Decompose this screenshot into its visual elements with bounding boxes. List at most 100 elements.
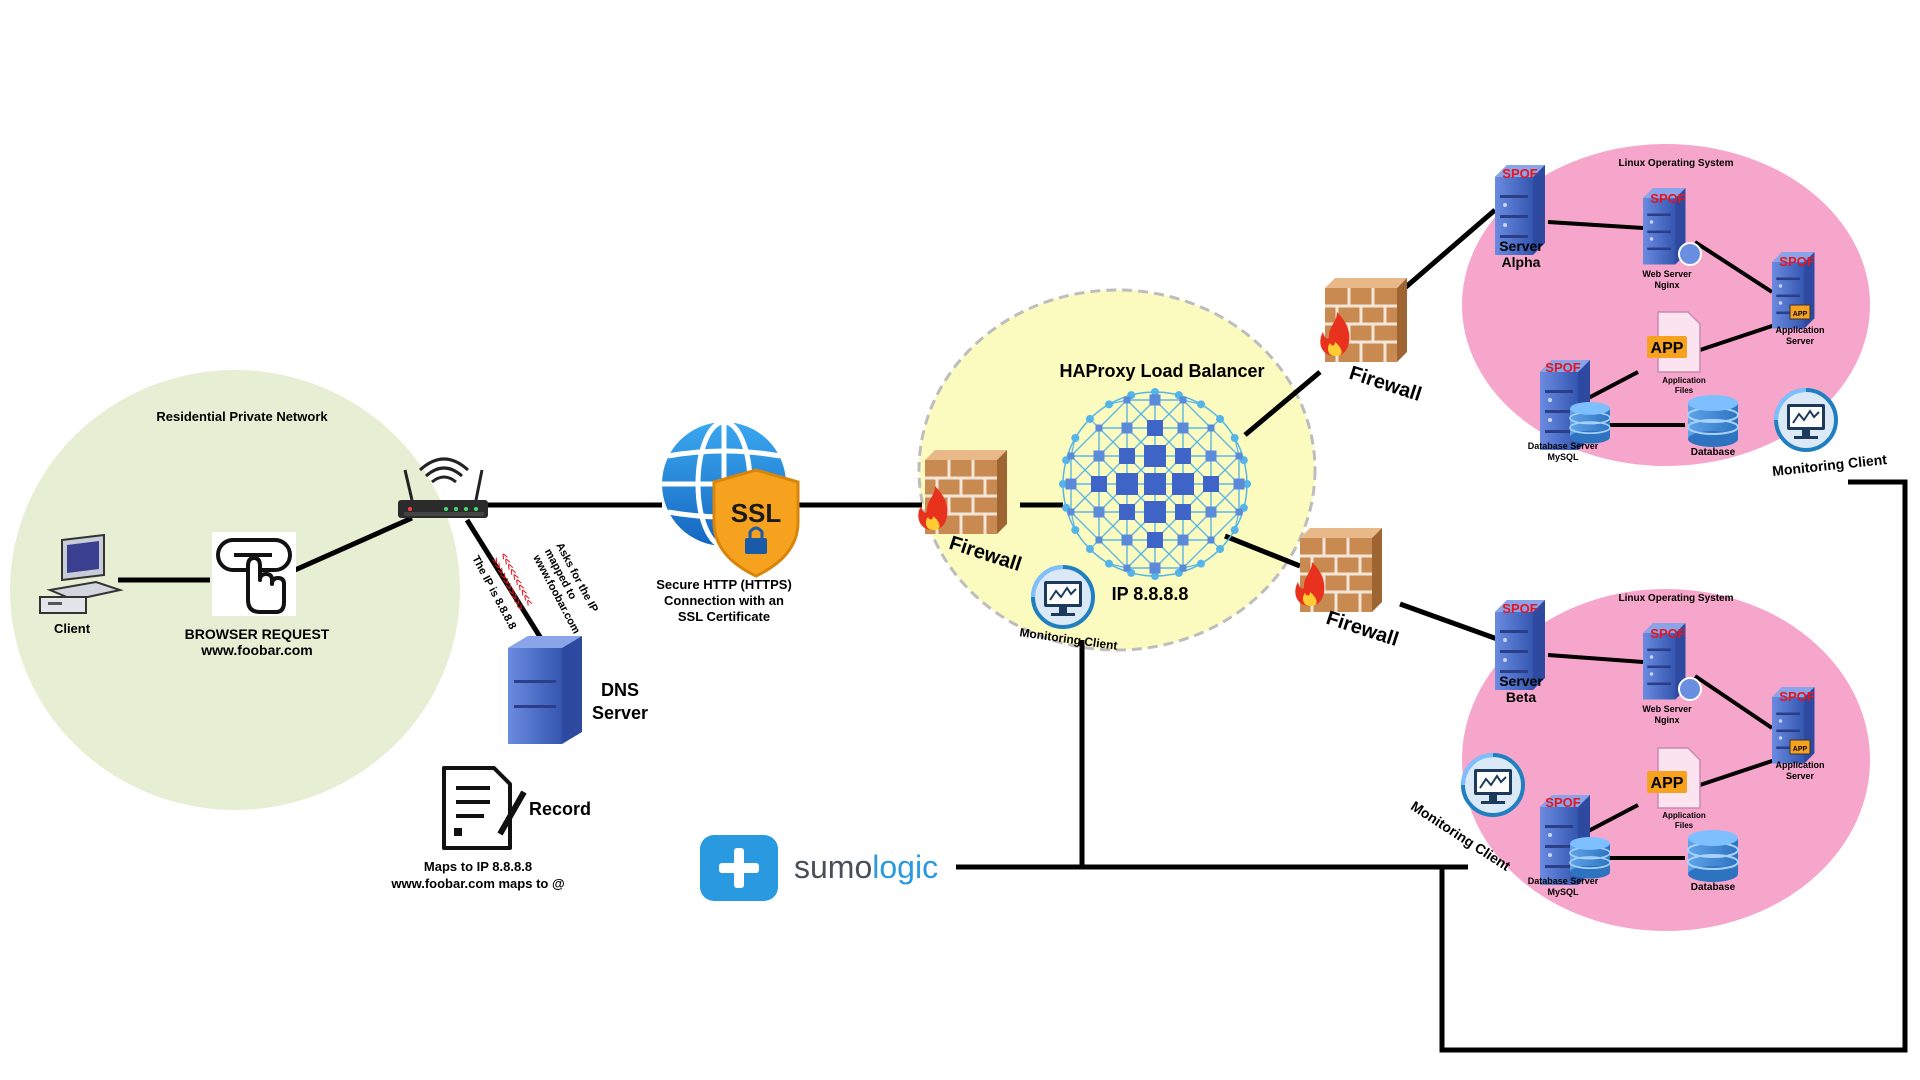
mesh-edge-node (1151, 388, 1159, 396)
mesh-edge-node (1085, 545, 1094, 554)
beta-monitoring-icon[interactable] (1461, 753, 1525, 817)
https-label-2: Connection with an (664, 593, 784, 608)
spof-badge: SPOF (1779, 689, 1814, 704)
mesh-node (1144, 501, 1166, 523)
cluster-alpha: Linux Operating System SPOF Server Alpha… (1495, 158, 1888, 479)
mesh-node (1203, 476, 1219, 492)
mesh-node (1179, 396, 1187, 404)
mesh-node (1177, 422, 1189, 434)
sumologic-logo[interactable]: sumologic (700, 835, 938, 901)
db-server-label-2: MySQL (1547, 452, 1579, 462)
mesh-node (1093, 450, 1105, 462)
spof-badge: SPOF (1650, 191, 1685, 206)
mesh-edge-node (1197, 400, 1205, 409)
mesh-node (1093, 506, 1105, 518)
mesh-node (1207, 424, 1215, 432)
mesh-node (1205, 506, 1217, 518)
spof-badge: SPOF (1545, 360, 1580, 375)
mesh-edge-node (1197, 559, 1205, 568)
database-label: Database (1691, 447, 1736, 458)
svg-text:APP: APP (1651, 775, 1684, 792)
mesh-node (1067, 508, 1075, 516)
lb-monitoring-icon[interactable] (1031, 565, 1095, 629)
database-icon[interactable] (1687, 829, 1739, 883)
alpha-monitoring-label: Monitoring Client (1771, 451, 1887, 479)
app-files-label: Application (1662, 376, 1706, 385)
app-server-label-2: Server (1786, 771, 1815, 781)
app-files-label: Application (1662, 811, 1706, 820)
mesh-node (1123, 396, 1131, 404)
mesh-edge-node (1085, 414, 1094, 423)
db-server-label: Database Server (1528, 876, 1599, 886)
firewall-beta-label: Firewall (1323, 607, 1401, 651)
spof-badge: SPOF (1545, 795, 1580, 810)
spof-badge: SPOF (1650, 626, 1685, 641)
mesh-node (1095, 424, 1103, 432)
ssl-globe-icon[interactable]: SSL (662, 419, 800, 578)
globe-icon (1678, 242, 1702, 266)
mesh-node (1091, 476, 1107, 492)
server-alpha-label-2: Alpha (1502, 254, 1541, 270)
db-server-label: Database Server (1528, 441, 1599, 451)
mesh-edge-node (1105, 559, 1113, 568)
mesh-node (1175, 448, 1191, 464)
load-balancer-network-icon[interactable] (1059, 388, 1251, 580)
dns-server-label: DNS (601, 680, 639, 700)
mesh-node (1144, 473, 1166, 495)
client-label: Client (54, 621, 91, 636)
mesh-node (1149, 562, 1161, 574)
dns-server-icon[interactable] (508, 636, 582, 744)
mesh-edge-node (1216, 545, 1225, 554)
database-icon[interactable] (1687, 394, 1739, 448)
mesh-node (1205, 450, 1217, 462)
mesh-node (1065, 478, 1077, 490)
server-beta-label-2: Beta (1506, 689, 1537, 705)
router-icon[interactable] (398, 457, 488, 518)
app-server-label: Application (1776, 760, 1825, 770)
mesh-node (1235, 508, 1243, 516)
load-balancer-title: HAProxy Load Balancer (1059, 361, 1264, 381)
mesh-node (1119, 448, 1135, 464)
cluster-title: Linux Operating System (1618, 593, 1733, 604)
firewall-alpha-label: Firewall (1346, 362, 1424, 406)
ssl-badge-text: SSL (731, 498, 782, 528)
residential-network-label: Residential Private Network (156, 409, 328, 424)
mesh-node (1095, 536, 1103, 544)
spof-badge: SPOF (1502, 166, 1537, 181)
web-server-label-2: Nginx (1654, 715, 1679, 725)
https-label-1: Secure HTTP (HTTPS) (656, 577, 792, 592)
sumologic-wordmark: sumologic (794, 849, 938, 885)
mesh-edge-node (1059, 480, 1067, 488)
record-maps-ip: Maps to IP 8.8.8.8 (424, 859, 532, 874)
globe-icon (1678, 677, 1702, 701)
mesh-node (1233, 478, 1245, 490)
client-computer-icon[interactable] (39, 533, 124, 614)
alpha-monitoring-icon[interactable] (1774, 388, 1838, 452)
cluster-title: Linux Operating System (1618, 158, 1733, 169)
web-server-label-2: Nginx (1654, 280, 1679, 290)
record-maps-domain: www.foobar.com maps to @ (390, 876, 564, 891)
mesh-node (1172, 473, 1194, 495)
app-badge-small (1789, 739, 1811, 755)
mesh-node (1119, 504, 1135, 520)
mesh-node (1207, 536, 1215, 544)
database-label: Database (1691, 882, 1736, 893)
mesh-edge-node (1230, 434, 1239, 442)
dns-query-annotation: Asks for the IP mapped to www.foobar.com (530, 541, 600, 636)
spof-badge: SPOF (1502, 601, 1537, 616)
mysql-db-icon (1569, 836, 1611, 880)
browser-request-icon[interactable] (212, 532, 296, 616)
mesh-edge-node (1105, 400, 1113, 409)
mesh-node (1121, 422, 1133, 434)
svg-text:APP: APP (1651, 340, 1684, 357)
load-balancer-ip: IP 8.8.8.8 (1112, 584, 1189, 604)
mesh-edge-node (1071, 526, 1080, 534)
mesh-node (1147, 532, 1163, 548)
svg-text:APP: APP (1793, 746, 1808, 753)
application-files-icon: APP (1647, 747, 1701, 809)
app-files-label-2: Files (1675, 386, 1694, 395)
mesh-edge-node (1243, 480, 1251, 488)
dns-server-label-2: Server (592, 703, 648, 723)
mesh-edge-node (1151, 572, 1159, 580)
mesh-node (1116, 473, 1138, 495)
